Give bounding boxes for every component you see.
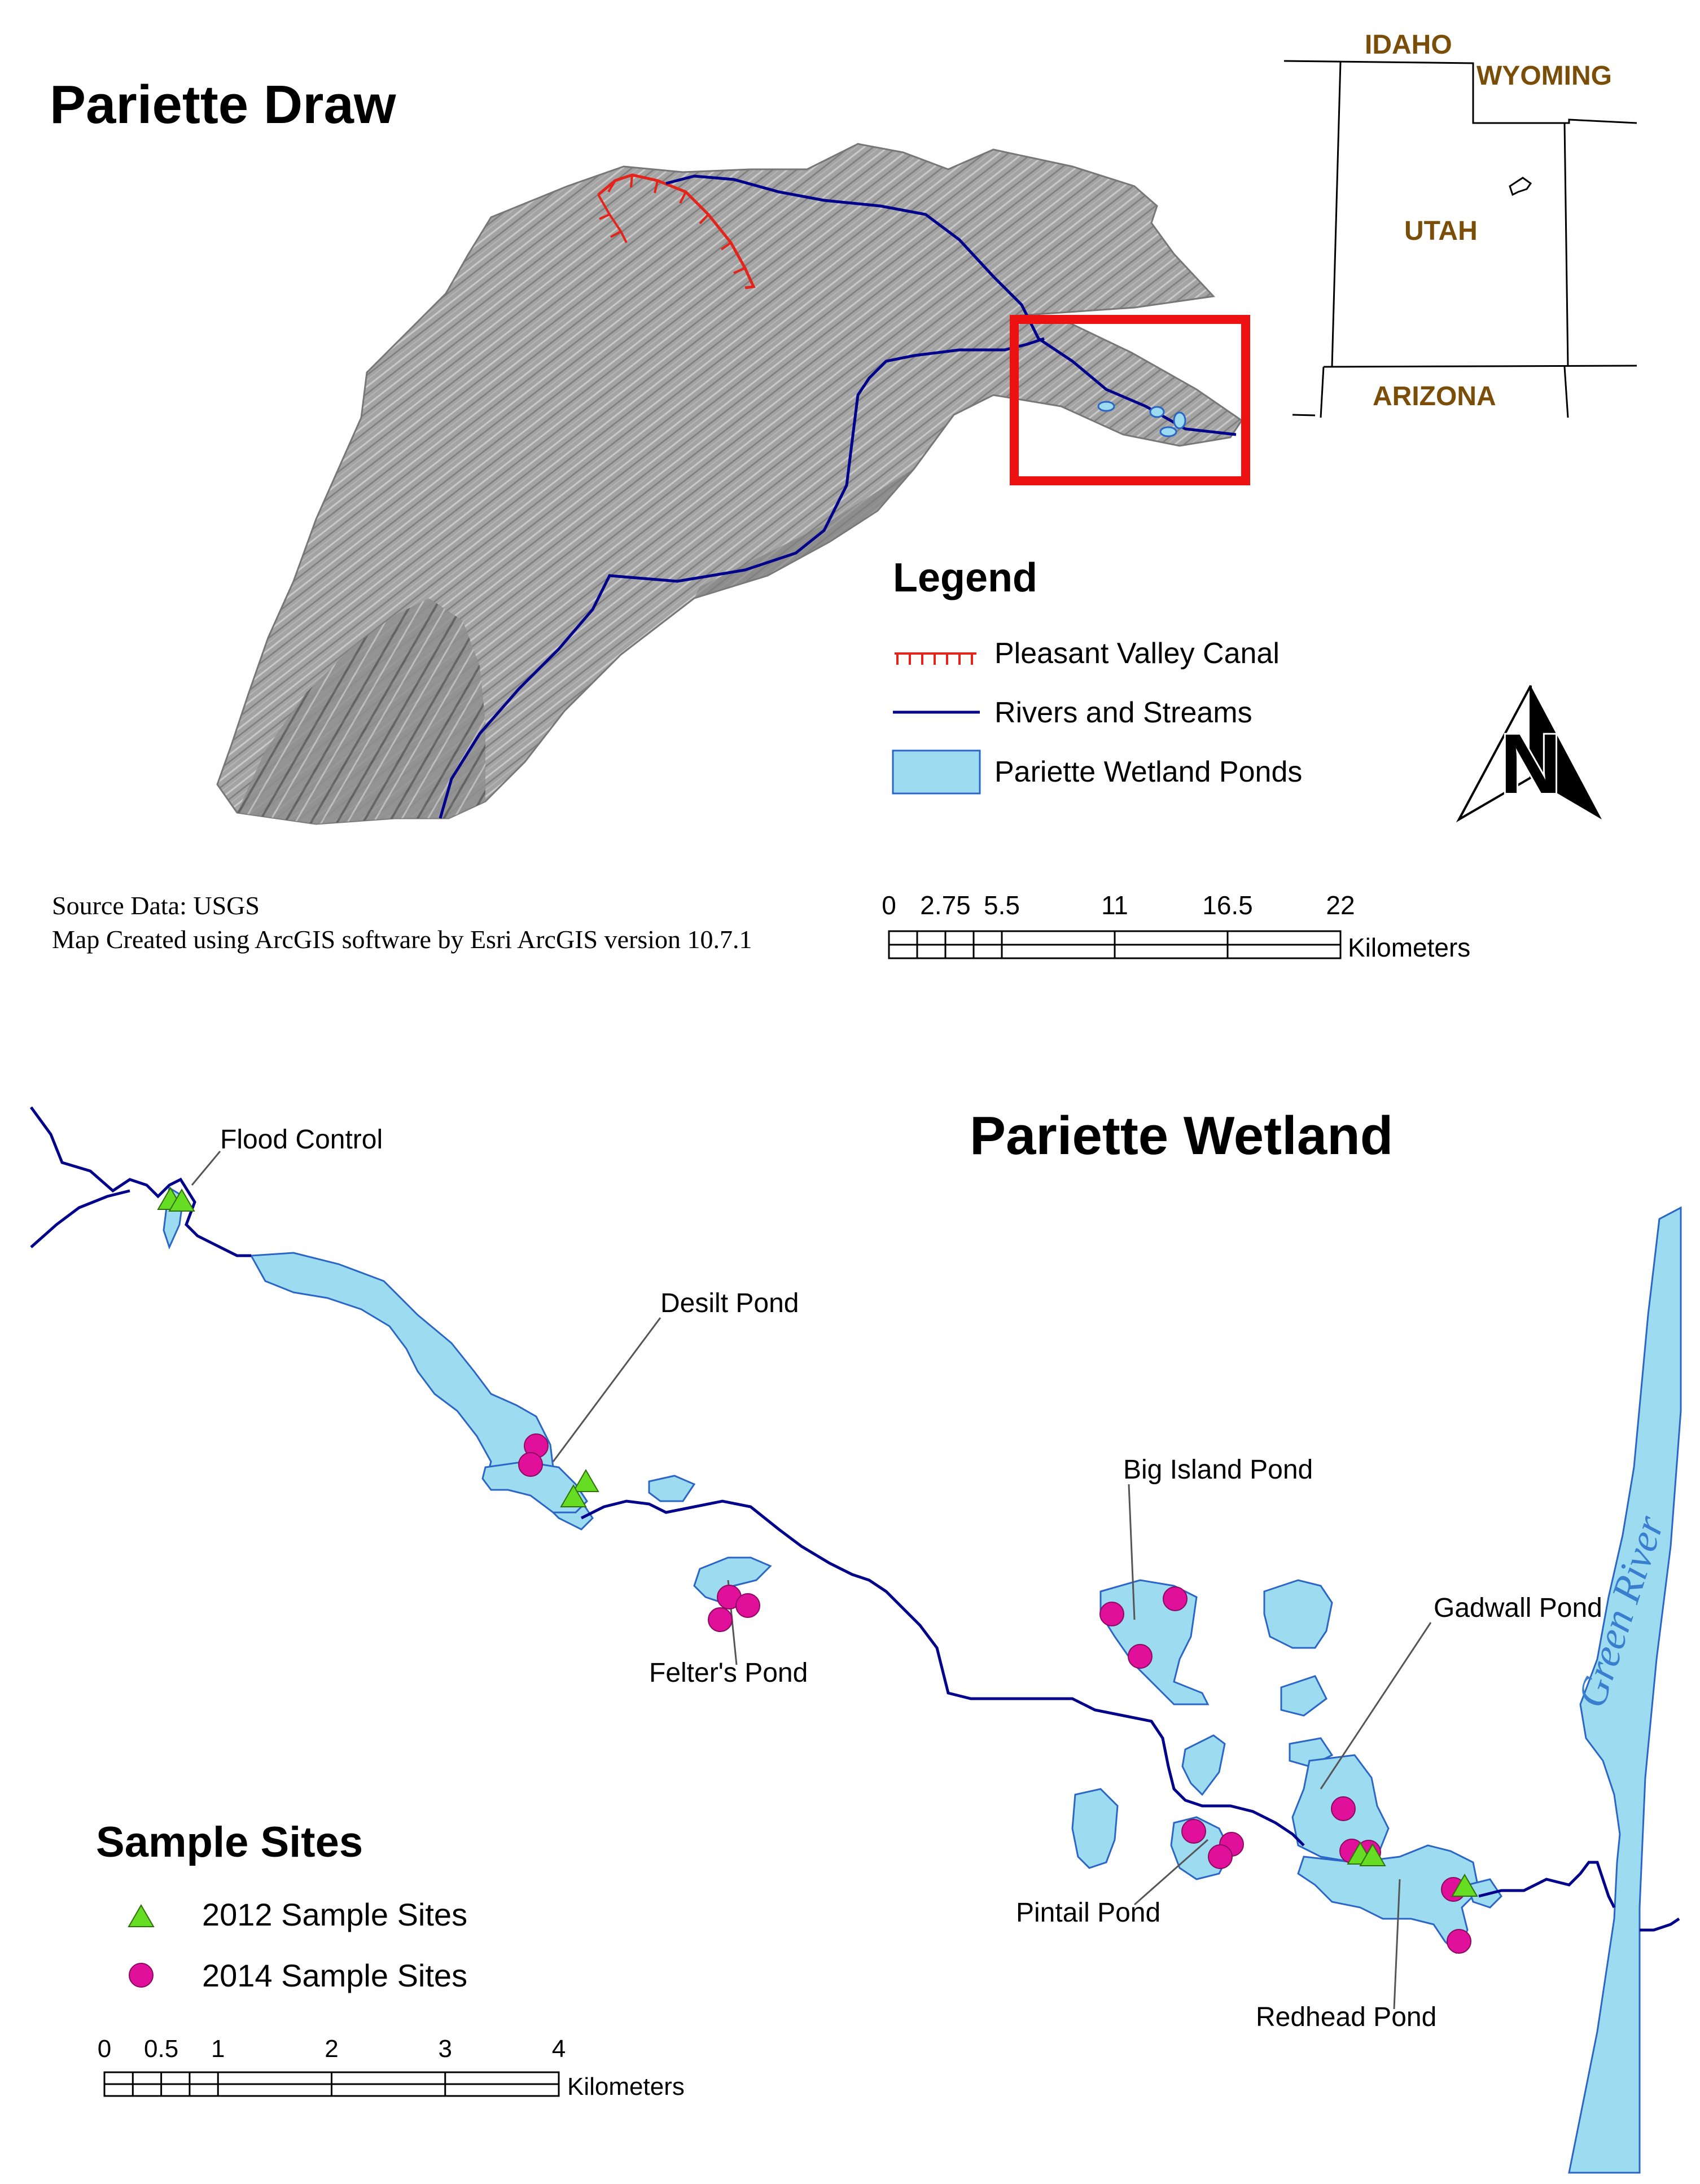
site-2014-marker — [735, 1593, 760, 1618]
pond-main-channel — [249, 1252, 594, 1530]
pleasant-valley-canal-line — [597, 173, 756, 290]
label-felters-pond: Felter's Pond — [649, 1658, 808, 1688]
site-2014-marker — [1331, 1796, 1356, 1821]
site-2014-marker — [518, 1452, 543, 1477]
draw-wetland-ponds — [1097, 401, 1186, 437]
scale-bar-segments — [103, 2071, 560, 2097]
label-pintail-pond: Pintail Pond — [1016, 1898, 1160, 1928]
legend-label-canal: Pleasant Valley Canal — [994, 637, 1280, 670]
wetland-stream-main — [580, 1499, 1305, 1847]
label-big-island-pond: Big Island Pond — [1123, 1455, 1313, 1485]
site-2014-marker — [708, 1607, 733, 1632]
green-river — [1568, 1206, 1682, 2174]
scale-bar-tick-label: 2.75 — [920, 891, 971, 920]
site-2014-marker — [1447, 1929, 1471, 1954]
label-redhead-pond: Redhead Pond — [1256, 2002, 1436, 2032]
scale-bar-tick-label: 11 — [1101, 891, 1128, 920]
label-desilt-pond: Desilt Pond — [660, 1288, 799, 1318]
legend-label-river: Rivers and Streams — [994, 696, 1252, 729]
draw-basin-terrain — [216, 143, 1243, 825]
scale-bar-segments — [888, 930, 1342, 959]
scale-bar-tick-labels: 0 0.5 1 2 3 4 — [98, 2035, 566, 2063]
legend-symbol-pond — [892, 749, 981, 795]
site-2014-marker — [1128, 1644, 1153, 1669]
state-label-idaho: IDAHO — [1365, 30, 1452, 60]
wetland-stream-west-branch — [30, 1189, 130, 1248]
sample-sites-2014 — [518, 1433, 1471, 1954]
pond-north-small — [1280, 1675, 1327, 1717]
scale-bar-tick-label: 22 — [1326, 891, 1355, 920]
wetland-stream-far-east — [1640, 1917, 1680, 1932]
pond-felters — [693, 1556, 772, 1604]
scale-bar-tick-label: 3 — [439, 2035, 452, 2063]
draw-scale-bar: 0 2.75 5.5 11 16.5 22 Kilometers — [882, 891, 1470, 962]
scale-bar-tick-label: 2 — [325, 2035, 338, 2063]
scale-bar-tick-label: 5.5 — [984, 891, 1020, 920]
wetland-scale-bar: 0 0.5 1 2 3 4 Kilometers — [98, 2035, 685, 2100]
site-2012-marker — [1359, 1843, 1386, 1866]
scale-bar-tick-label: 16.5 — [1202, 891, 1253, 920]
scale-bar-unit: Kilometers — [1348, 933, 1470, 962]
north-arrow-letter: N — [1500, 716, 1561, 811]
draw-legend: Legend Pleasant Valley Canal Rivers and … — [892, 555, 1302, 795]
legend-label-2012: 2012 Sample Sites — [202, 1897, 467, 1932]
sample-sites-legend-title: Sample Sites — [96, 1818, 363, 1866]
canal-branch — [597, 194, 628, 243]
north-arrow: N — [1456, 685, 1602, 823]
label-gadwall-pond: Gadwall Pond — [1434, 1593, 1602, 1623]
legend-symbol-canal — [895, 652, 976, 665]
inset-basin-outline — [1509, 177, 1532, 196]
inset-locator-map — [1283, 60, 1637, 418]
pond-north-rect — [1263, 1579, 1333, 1649]
sample-sites-legend: Sample Sites 2012 Sample Sites 2014 Samp… — [96, 1818, 467, 1993]
scale-bar-tick-label: 1 — [211, 2035, 225, 2063]
state-label-arizona: ARIZONA — [1373, 381, 1496, 411]
site-2014-marker — [1208, 1844, 1233, 1869]
river-main-stem — [665, 174, 1237, 436]
river-tributary — [439, 337, 1045, 819]
state-label-wyoming: WYOMING — [1476, 61, 1612, 91]
scale-bar-tick-label: 0.5 — [144, 2035, 178, 2063]
state-label-utah: UTAH — [1404, 216, 1478, 246]
site-2012-marker — [572, 1469, 599, 1492]
site-2012-marker — [560, 1484, 587, 1507]
site-2012-marker — [1451, 1874, 1478, 1897]
wetland-stream-east — [1478, 1861, 1616, 1909]
draw-map-title: Pariette Draw — [50, 74, 396, 135]
legend-label-2014: 2014 Sample Sites — [202, 1958, 467, 1993]
map-credits: Source Data: USGS Map Created using ArcG… — [52, 891, 752, 954]
scale-bar-unit: Kilometers — [567, 2073, 685, 2100]
sample-sites-2012 — [157, 1187, 1478, 1897]
scale-bar-tick-labels: 0 2.75 5.5 11 16.5 22 — [882, 891, 1355, 920]
inset-state-labels: IDAHO WYOMING UTAH ARIZONA — [1365, 30, 1612, 411]
site-2014-marker — [1181, 1819, 1206, 1844]
wetland-stream — [29, 1106, 251, 1257]
legend-symbol-2014-circle — [129, 1963, 154, 1988]
legend-symbol-2012-triangle — [128, 1904, 155, 1927]
scale-bar-tick-label: 0 — [882, 891, 896, 920]
label-flood-control: Flood Control — [220, 1125, 383, 1155]
wetland-map-title: Pariette Wetland — [970, 1106, 1393, 1166]
pond-pintail-west — [1071, 1788, 1119, 1869]
pond-small-desilt-east — [648, 1475, 696, 1502]
study-area-highlight-box — [1010, 315, 1250, 485]
legend-label-pond: Pariette Wetland Ponds — [994, 756, 1302, 788]
scale-bar-tick-label: 0 — [98, 2035, 111, 2063]
pond-desilt — [481, 1461, 588, 1514]
pond-label-leaders — [191, 1151, 1432, 2010]
wetland-ponds — [163, 1186, 1502, 1954]
credit-source: Source Data: USGS — [52, 891, 260, 920]
site-2014-marker — [1163, 1586, 1188, 1611]
pond-labels: Flood Control Desilt Pond Felter's Pond … — [220, 1125, 1602, 2032]
pond-west-small — [1181, 1734, 1226, 1796]
site-2014-marker — [1099, 1602, 1124, 1626]
scale-bar-tick-label: 4 — [552, 2035, 566, 2063]
site-2012-marker — [168, 1189, 195, 1212]
legend-title: Legend — [893, 555, 1037, 600]
pond-big-island — [1099, 1579, 1210, 1705]
canal-ticks — [599, 174, 746, 274]
credit-software: Map Created using ArcGIS software by Esr… — [52, 925, 752, 954]
